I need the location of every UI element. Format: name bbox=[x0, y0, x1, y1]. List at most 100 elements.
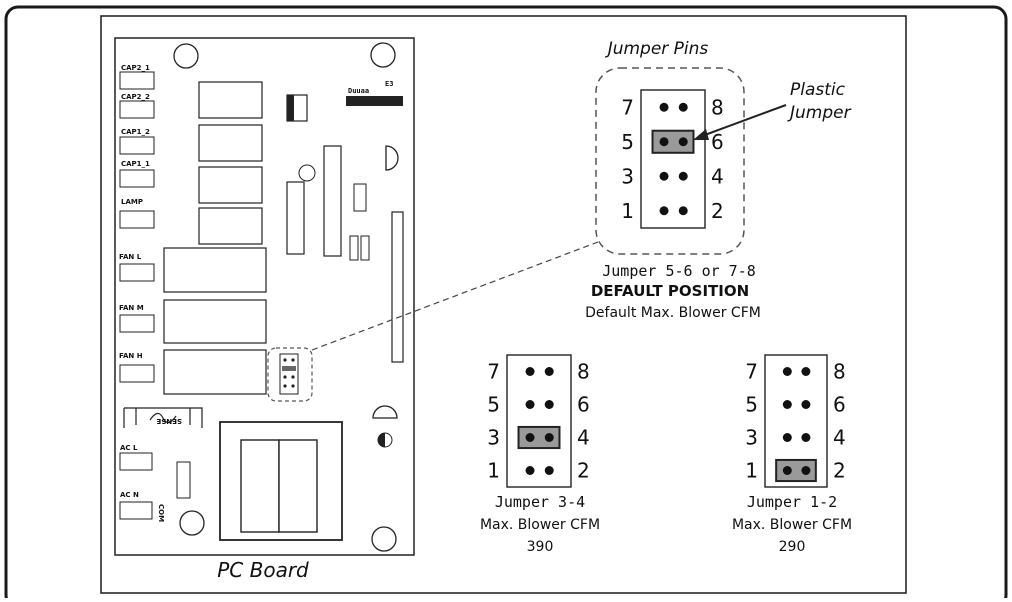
setting-1-2-pin bbox=[801, 400, 811, 409]
detail-pin bbox=[678, 102, 688, 112]
relay bbox=[198, 207, 263, 245]
label-cap1-1: CAP1_1 bbox=[121, 160, 150, 168]
setting-1-2-pin-number-left: 3 bbox=[745, 426, 758, 450]
small-component bbox=[176, 461, 191, 499]
detail-pin-number-left: 5 bbox=[621, 130, 634, 154]
small-component bbox=[353, 183, 367, 212]
setting-1-2-pin-number-right: 6 bbox=[833, 393, 846, 417]
setting-1-2-pin bbox=[801, 367, 811, 376]
setting-1-2-pin bbox=[782, 433, 792, 442]
terminal-fan-h bbox=[119, 364, 155, 383]
detail-pin bbox=[659, 102, 669, 112]
setting-3-4-pin bbox=[544, 400, 554, 409]
connector-label: Duuaa bbox=[348, 87, 369, 95]
label-fan-m: FAN M bbox=[119, 304, 144, 312]
setting-3-4-pin-number-left: 7 bbox=[487, 360, 500, 384]
detail-dashed-outline bbox=[595, 67, 745, 255]
label-ac-n: AC N bbox=[120, 491, 139, 499]
relay-large bbox=[163, 247, 267, 293]
connector-header bbox=[346, 96, 403, 106]
outer-frame bbox=[4, 5, 1008, 602]
setting-1-2-pin bbox=[801, 466, 811, 475]
setting-1-2-pin bbox=[782, 367, 792, 376]
diode-shape bbox=[372, 405, 398, 419]
mounting-hole bbox=[370, 42, 396, 68]
test-point bbox=[298, 164, 316, 182]
setting-3-4-plastic-jumper bbox=[517, 425, 561, 450]
setting-1-2-pin-number-left: 1 bbox=[745, 459, 758, 483]
setting-3-4-pin bbox=[525, 400, 535, 409]
terminal-fan-m bbox=[119, 314, 155, 333]
label-fan-l: FAN L bbox=[119, 253, 142, 261]
setting-1-2-pin bbox=[782, 466, 792, 475]
label-com: COM bbox=[157, 504, 165, 522]
detail-pin-number-right: 2 bbox=[711, 199, 724, 223]
terminal-lamp bbox=[119, 210, 155, 229]
transformer-core bbox=[240, 439, 280, 533]
setting-3-4-pin bbox=[544, 433, 554, 442]
detail-pin-number-left: 3 bbox=[621, 164, 634, 188]
detail-pin bbox=[659, 206, 669, 216]
board-jumper-callout bbox=[267, 347, 313, 402]
setting-1-2-pin bbox=[801, 433, 811, 442]
setting-1-2-plastic-jumper bbox=[775, 458, 817, 483]
terminal-cap2-2 bbox=[119, 100, 155, 119]
mounting-hole bbox=[371, 526, 397, 552]
detail-pin-number-right: 8 bbox=[711, 95, 724, 119]
label-cap2-1: CAP2_1 bbox=[121, 64, 150, 72]
detail-pin bbox=[678, 171, 688, 181]
terminal-ac-l bbox=[119, 452, 153, 471]
terminal-cap2-1 bbox=[119, 71, 155, 90]
callout-arrow-line bbox=[701, 104, 787, 137]
setting-1-2-pin-number-right: 2 bbox=[833, 459, 846, 483]
relay-large bbox=[163, 349, 267, 395]
setting-1-2-description: Max. Blower CFM bbox=[732, 517, 852, 533]
board-caption: PC Board bbox=[217, 558, 309, 582]
relay bbox=[198, 124, 263, 162]
terminal-fan-l bbox=[119, 263, 155, 282]
setting-3-4-jumper: Jumper 3-4 bbox=[495, 493, 585, 511]
relay bbox=[198, 81, 263, 119]
setting-3-4-pin-number-right: 4 bbox=[577, 426, 590, 450]
detail-pin-number-left: 1 bbox=[621, 199, 634, 223]
setting-1-2-pin-number-right: 8 bbox=[833, 360, 846, 384]
setting-3-4-pin-number-left: 3 bbox=[487, 426, 500, 450]
setting-1-2-cfm: 290 bbox=[779, 539, 806, 555]
setting-1-2-pin-number-left: 5 bbox=[745, 393, 758, 417]
transformer-core bbox=[278, 439, 318, 533]
setting-3-4-pin bbox=[544, 466, 554, 475]
label-fan-h: FAN H bbox=[119, 352, 143, 360]
default-jumper-text: Jumper 5-6 or 7-8 bbox=[602, 262, 756, 280]
capacitor-fill bbox=[287, 95, 294, 121]
setting-3-4-pin-number-right: 6 bbox=[577, 393, 590, 417]
small-component bbox=[360, 235, 370, 261]
label-conn: E3 bbox=[385, 80, 393, 88]
setting-3-4-pin-number-right: 8 bbox=[577, 360, 590, 384]
terminal-cap1-2 bbox=[119, 136, 155, 155]
callout-text-line-1: Plastic bbox=[790, 80, 846, 100]
setting-3-4-pin-number-right: 2 bbox=[577, 459, 590, 483]
setting-3-4-pin-number-left: 5 bbox=[487, 393, 500, 417]
label-sense: SENSE bbox=[156, 417, 182, 425]
relay bbox=[198, 166, 263, 204]
terminal-ac-n bbox=[119, 501, 153, 520]
ic-chip bbox=[286, 181, 305, 255]
label-ac-l: AC L bbox=[120, 444, 138, 452]
label-cap1-2: CAP1_2 bbox=[121, 128, 150, 136]
inner-panel bbox=[100, 15, 907, 594]
callout-text-line-2: Jumper bbox=[787, 103, 852, 123]
detail-title: Jumper Pins bbox=[605, 39, 709, 59]
ic-chip bbox=[323, 145, 342, 257]
setting-1-2-jumper: Jumper 1-2 bbox=[747, 493, 837, 511]
detail-plastic-jumper bbox=[651, 129, 695, 154]
setting-1-2-pin bbox=[782, 400, 792, 409]
setting-3-4-pin bbox=[525, 466, 535, 475]
terminal-cap1-1 bbox=[119, 169, 155, 188]
small-component bbox=[349, 235, 359, 261]
setting-3-4-header-block bbox=[506, 354, 572, 488]
fuse-wave-icon bbox=[149, 412, 177, 424]
